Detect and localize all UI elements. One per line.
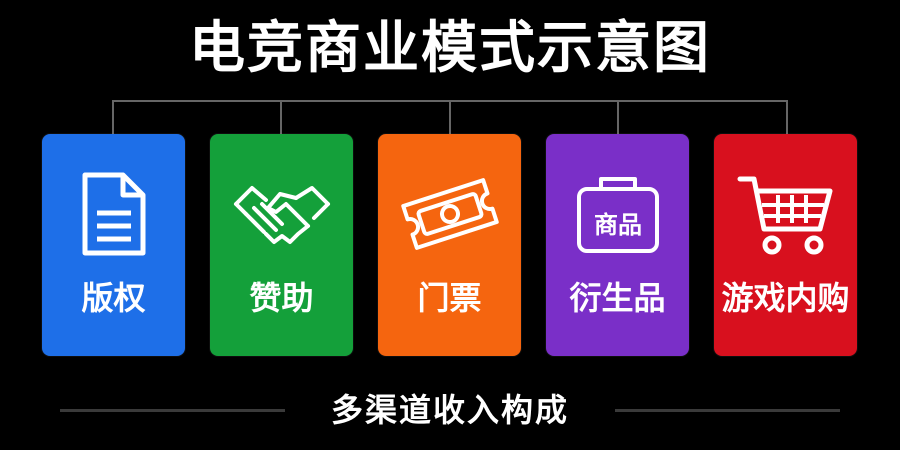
card-merchandise: 商品 衍生品 — [546, 134, 689, 356]
handshake-icon — [210, 164, 353, 264]
diagram-title: 电竞商业模式示意图 — [189, 16, 711, 81]
footer: 多渠道收入构成 — [0, 385, 900, 435]
card-label: 版权 — [81, 279, 146, 317]
card-label: 衍生品 — [569, 279, 666, 317]
footer-caption: 多渠道收入构成 — [330, 391, 569, 429]
shopping-bag-text: 商品 — [594, 211, 642, 239]
card-label: 赞助 — [249, 279, 314, 317]
card-label: 游戏内购 — [721, 279, 850, 317]
card-tickets: 门票 — [378, 134, 521, 356]
document-icon — [42, 164, 185, 264]
card-copyright: 版权 — [42, 134, 185, 356]
ticket-icon — [378, 164, 521, 264]
card-sponsorship: 赞助 — [210, 134, 353, 356]
card-label: 门票 — [417, 279, 482, 317]
footer-divider-right — [615, 409, 840, 412]
footer-divider-left — [60, 409, 285, 412]
card-in-game-purchase: 游戏内购 — [714, 134, 857, 356]
shopping-bag-icon: 商品 — [546, 164, 689, 264]
shopping-cart-icon — [714, 164, 857, 264]
